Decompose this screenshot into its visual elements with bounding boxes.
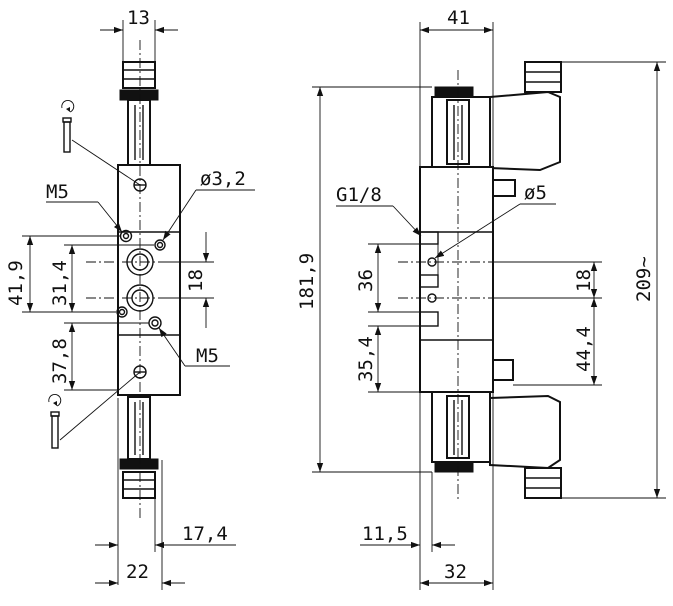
right-view xyxy=(398,61,562,500)
dim-label: 11,5 xyxy=(362,523,408,545)
dim-right-port-lower: 35,4 xyxy=(355,325,420,393)
callout-diameter-large: ø5 xyxy=(434,182,556,259)
dim-right-overall-height: 209~ xyxy=(561,61,666,499)
callout-label: ø3,2 xyxy=(200,168,246,190)
callout-m5-upper: M5 xyxy=(46,181,123,233)
dim-right-bottom-width: 32 xyxy=(420,392,494,590)
callout-thread-port: G1/8 xyxy=(336,184,422,237)
dim-left-offset-right: 17,4 xyxy=(95,398,236,585)
dim-left-port-spacing: 31,4 xyxy=(49,244,154,313)
dim-left-top-width: 13 xyxy=(100,7,178,62)
dim-left-port-small: 18 xyxy=(168,232,214,328)
screwdriver-rotate-icon xyxy=(48,371,141,449)
dim-label: 209~ xyxy=(633,256,655,302)
dim-label: 32 xyxy=(444,561,467,583)
dim-label: 13 xyxy=(127,7,150,29)
dim-label: 31,4 xyxy=(49,260,71,306)
dim-right-port-small: 18 xyxy=(493,261,602,299)
dim-label: 37,8 xyxy=(49,338,71,384)
dim-right-top-width: 41 xyxy=(419,7,494,167)
dim-right-port-side: 44,4 xyxy=(513,298,602,386)
dim-label: 36 xyxy=(355,269,377,292)
callout-label: M5 xyxy=(196,345,219,367)
left-view xyxy=(86,40,200,520)
dim-right-offset-left: 11,5 xyxy=(360,392,455,590)
dim-label: 41,9 xyxy=(5,260,27,306)
callout-m5-lower: M5 xyxy=(158,327,230,367)
callout-diameter-small: ø3,2 xyxy=(162,168,255,241)
callout-label: M5 xyxy=(46,181,69,203)
dim-right-total-height: 181,9 xyxy=(296,86,432,473)
dim-label: 22 xyxy=(126,561,149,583)
dim-label: 181,9 xyxy=(296,253,318,310)
dim-label: 18 xyxy=(573,269,595,292)
dim-label: 17,4 xyxy=(182,523,228,545)
callout-label: G1/8 xyxy=(336,184,382,206)
dim-label: 44,4 xyxy=(573,326,595,372)
dim-left-bottom-width: 22 xyxy=(95,460,185,590)
screwdriver-rotate-icon xyxy=(61,100,141,186)
dim-label: 35,4 xyxy=(355,336,377,382)
dim-label: 18 xyxy=(185,269,207,292)
dim-left-height-lower: 37,8 xyxy=(49,322,149,391)
dim-label: 41 xyxy=(447,7,470,29)
dim-right-port-upper: 36 xyxy=(355,243,420,313)
callout-label: ø5 xyxy=(524,182,547,204)
